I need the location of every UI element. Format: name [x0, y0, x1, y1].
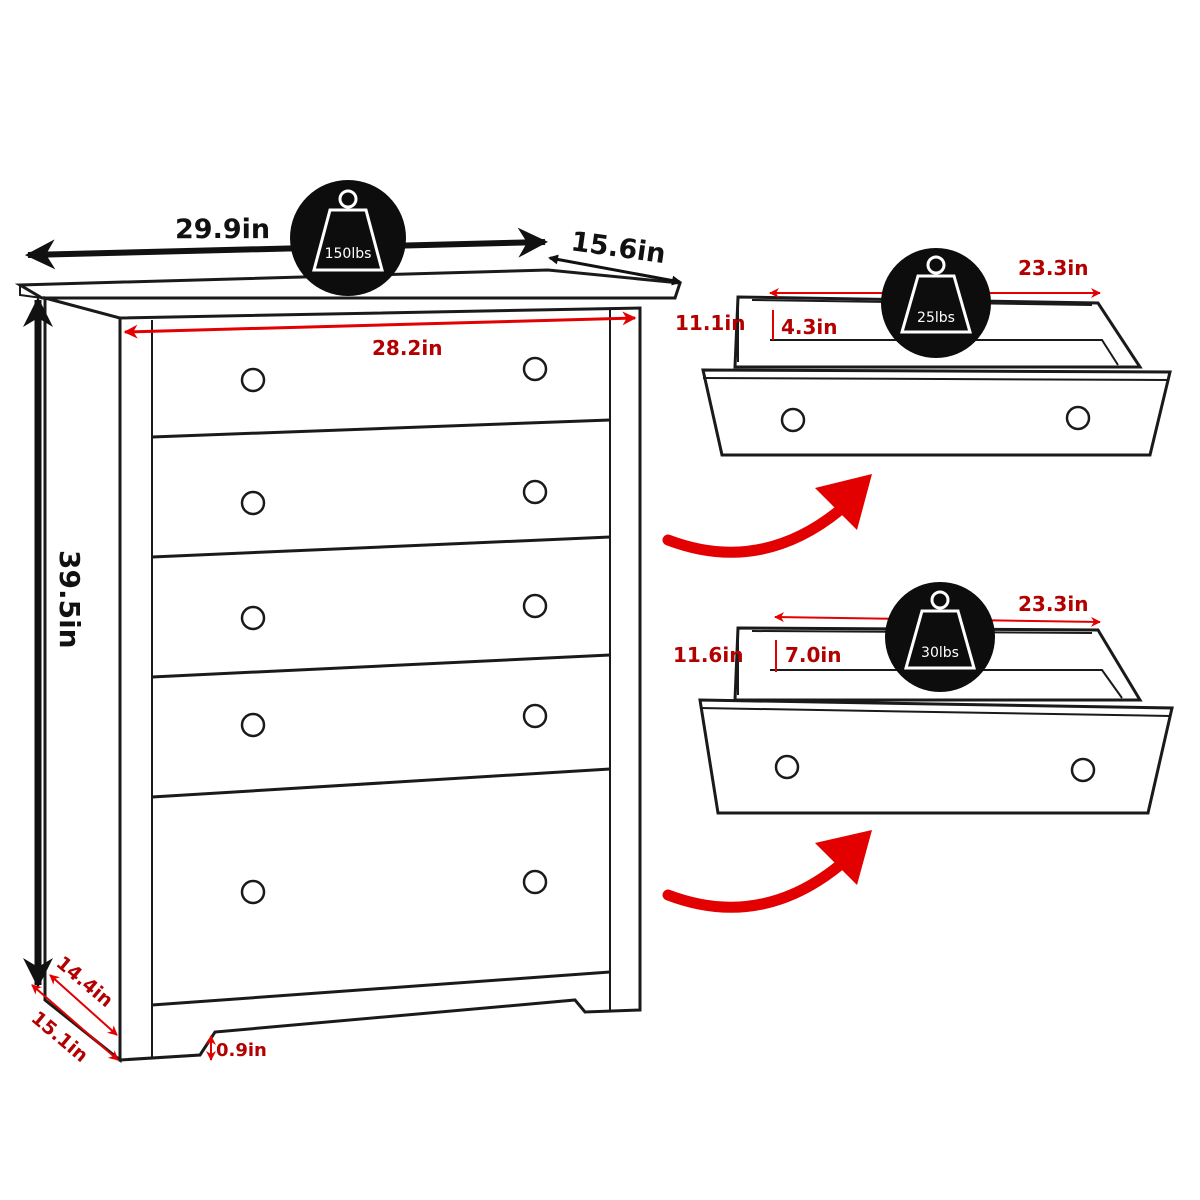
upper-drawer-weight-label: 25lbs	[917, 310, 955, 326]
upper-drawer-inner	[770, 339, 1119, 366]
base-depth-label: 14.4in	[52, 952, 117, 1012]
drawer-knob	[522, 703, 548, 729]
upper-drawer-height-label: 4.3in	[781, 315, 838, 339]
side-depth-label: 15.1in	[27, 1007, 92, 1067]
overall-width-label: 29.9in	[175, 214, 270, 245]
upper-drawer-front-lip	[702, 377, 1169, 381]
lower-drawer-width-label: 23.3in	[1018, 592, 1088, 616]
inner-width-arrow	[123, 311, 637, 339]
upper-drawer-depth-label: 11.1in	[675, 311, 745, 335]
drawer-knob	[240, 367, 266, 393]
side-depth-arrow	[31, 984, 119, 1061]
red-pointer-arrow-lower	[662, 830, 872, 913]
lower-drawer-depth-label: 11.6in	[673, 643, 743, 667]
top-weight-badge: 150lbs	[290, 180, 406, 296]
dresser-front-frame	[118, 306, 642, 1062]
dresser-illustration	[14, 268, 683, 1064]
weight-icon	[930, 590, 950, 610]
inner-width-label: 28.2in	[372, 336, 442, 360]
lower-drawer-height-label: 7.0in	[785, 643, 842, 667]
upper-drawer-front	[701, 368, 1172, 457]
lower-drawer-inner	[770, 669, 1123, 699]
weight-icon	[926, 255, 946, 275]
drawer-knob	[240, 490, 266, 516]
clearance-label: 0.9in	[216, 1040, 267, 1061]
drawer-knob	[240, 712, 266, 738]
drawer-knob	[240, 605, 266, 631]
arrow-head-icon	[815, 474, 872, 530]
drawer-knob	[522, 479, 548, 505]
lower-drawer-weight-label: 30lbs	[921, 645, 959, 661]
weight-icon	[338, 189, 358, 209]
lower-drawer-illustration	[698, 626, 1174, 815]
drawer-knob	[522, 869, 548, 895]
dresser-top	[14, 268, 683, 300]
upper-drawer-width-label: 23.3in	[1018, 256, 1088, 280]
drawer-knob	[522, 593, 548, 619]
drawer-divider	[151, 653, 611, 679]
lower-drawer-weight-badge: 30lbs	[885, 582, 995, 692]
drawer-divider	[151, 418, 611, 439]
arrow-head-icon	[815, 830, 872, 885]
drawer-knob	[240, 879, 266, 905]
lower-drawer-front	[698, 698, 1174, 815]
depth-arrow	[548, 254, 682, 286]
drawer-knob	[774, 754, 800, 780]
width-arrow	[25, 227, 548, 270]
upper-drawer-weight-badge: 25lbs	[881, 248, 991, 358]
drawer-divider	[151, 970, 611, 1007]
drawer-knob	[522, 356, 548, 382]
drawer-knob	[1070, 757, 1096, 783]
drawer-knob	[1065, 405, 1091, 431]
top-weight-label: 150lbs	[325, 246, 372, 262]
lower-drawer-front-lip	[699, 707, 1171, 717]
drawer-divider	[151, 535, 611, 559]
red-pointer-arrow-upper	[662, 474, 872, 558]
height-label: 39.5in	[53, 550, 86, 649]
dresser-left-side	[43, 296, 122, 1064]
drawer-knob	[780, 407, 806, 433]
drawer-divider	[151, 767, 611, 799]
